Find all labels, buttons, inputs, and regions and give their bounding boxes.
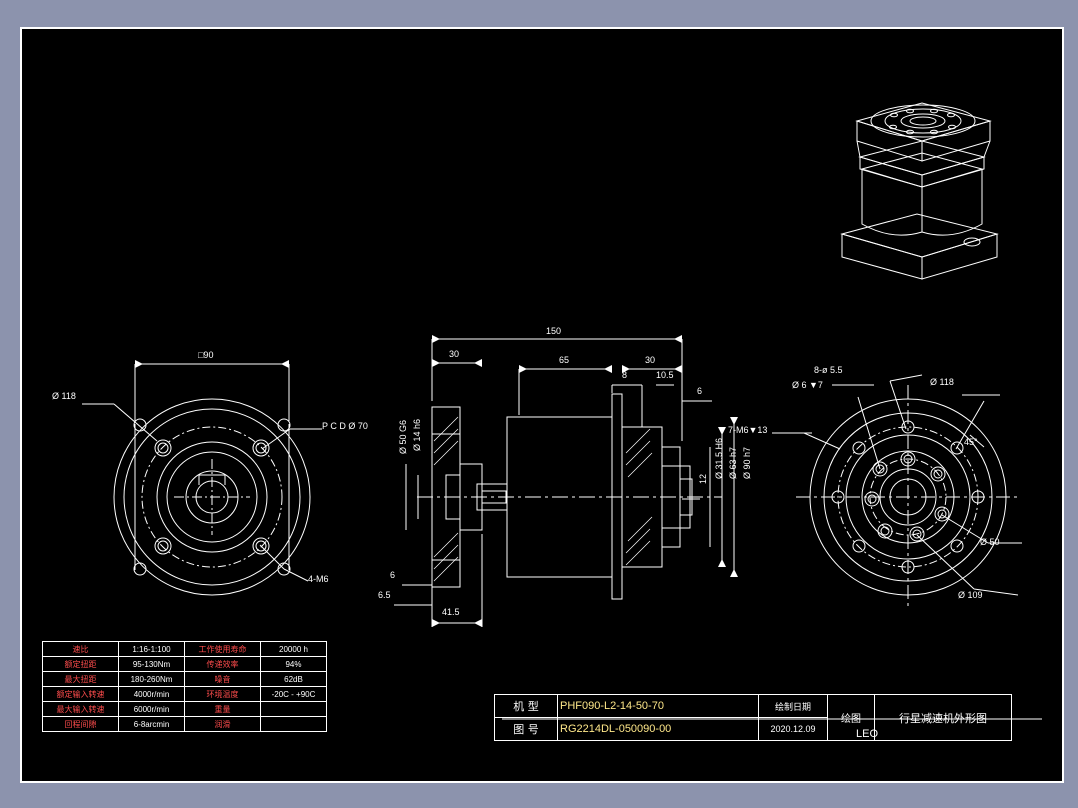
front-section-view [394,335,738,627]
spec-value: 180-260Nm [118,671,185,687]
dim-118-right: Ø 118 [930,377,954,387]
drawer-label: 绘图 [827,694,875,741]
dim-14-h6: Ø 14 h6 [412,418,422,451]
dim-8x5-5: 8-ø 5.5 [814,365,843,375]
title-block: 机 型 PHF090-L2-14-50-70 绘制日期 绘图 行星减速机外形图 … [494,694,1012,741]
spec-key2: 环境温度 [184,686,261,702]
spec-key2: 润滑 [184,716,261,732]
table-row: 回程间隙 6-8arcmin 润滑 [42,716,327,732]
dim-31-5-h6: Ø 31.5 H6 [714,437,724,479]
dim-45-deg: 45° [964,437,978,447]
title-row-dwgno: 图 号 RG2214DL-050090-00 2020.12.09 [494,717,1012,741]
spec-value: 6000r/min [118,701,185,717]
spec-value: 95-130Nm [118,656,185,672]
dim-30-left: 30 [449,349,460,359]
dim-8: 8 [622,370,628,380]
dim-6-left: 6 [390,570,396,580]
spec-value2: 20000 h [260,641,327,657]
spec-key2: 传递效率 [184,656,261,672]
dim-12: 12 [698,473,708,484]
spec-key2: 工作使用寿命 [184,641,261,657]
spec-table-body: 速比 1:16-1:100 工作使用寿命 20000 h 额定扭距 95-130… [42,641,327,732]
date-value: 2020.12.09 [758,717,828,741]
spec-value2: -20C - +90C [260,686,327,702]
dim-outer-118: Ø 118 [52,391,76,401]
drawing-sheet: □90 Ø 118 P C D Ø 70 4-M6 150 30 65 30 8… [20,27,1064,783]
dim-150: 150 [546,326,562,336]
cad-drawing [82,102,1042,720]
dim-4-m6: 4-M6 [308,574,329,584]
dim-109: Ø 109 [958,590,983,600]
spec-value2 [260,701,327,717]
spec-value: 4000r/min [118,686,185,702]
spec-key: 额定输入转速 [42,686,119,702]
dwgno-label: 图 号 [494,717,558,741]
dim-6-5: 6.5 [378,590,391,600]
dim-pcd-70: P C D Ø 70 [322,421,368,431]
dim-10-5: 10.5 [656,370,674,380]
dim-50-right: Ø 50 [980,537,1000,547]
dwgno-value: RG2214DL-050090-00 [557,717,759,741]
model-value: PHF090-L2-14-50-70 [557,694,759,718]
table-row: 最大输入转速 6000r/min 重量 [42,701,327,717]
drawer-value: LEO [856,728,879,740]
table-row: 最大扭距 180-260Nm 噪音 62dB [42,671,327,687]
dim-6-top: 6 [697,386,703,396]
dim-6x7: Ø 6 ▼7 [792,380,823,390]
dim-65: 65 [559,355,570,365]
table-row: 速比 1:16-1:100 工作使用寿命 20000 h [42,641,327,657]
title-row-model: 机 型 PHF090-L2-14-50-70 绘制日期 绘图 行星减速机外形图 [494,694,1012,741]
table-row: 额定输入转速 4000r/min 环境温度 -20C - +90C [42,686,327,702]
spec-key: 最大输入转速 [42,701,119,717]
right-view [772,374,1022,609]
spec-key: 额定扭距 [42,656,119,672]
spec-key: 最大扭距 [42,671,119,687]
dim-50-g6: Ø 50 G6 [398,419,408,454]
spec-key: 速比 [42,641,119,657]
spec-table: 速比 1:16-1:100 工作使用寿命 20000 h 额定扭距 95-130… [42,641,327,732]
dim-7-m6: 7-M6▼13 [728,425,768,435]
date-label: 绘制日期 [758,694,828,718]
isometric-view [840,102,999,280]
spec-value2: 94% [260,656,327,672]
drawing-title: 行星减速机外形图 [874,694,1012,741]
dim-30-right: 30 [645,355,656,365]
model-label: 机 型 [494,694,558,718]
spec-value: 1:16-1:100 [118,641,185,657]
dim-63-h7: Ø 63 h7 [728,446,738,479]
dim-90-h7: Ø 90 h7 [742,446,752,479]
spec-value2 [260,716,327,732]
dim-41-5: 41.5 [442,607,460,617]
spec-value: 6-8arcmin [118,716,185,732]
left-view [82,360,322,596]
spec-value2: 62dB [260,671,327,687]
spec-key2: 重量 [184,701,261,717]
table-row: 额定扭距 95-130Nm 传递效率 94% [42,656,327,672]
spec-key2: 噪音 [184,671,261,687]
dim-square-90: □90 [198,350,214,360]
spec-key: 回程间隙 [42,716,119,732]
